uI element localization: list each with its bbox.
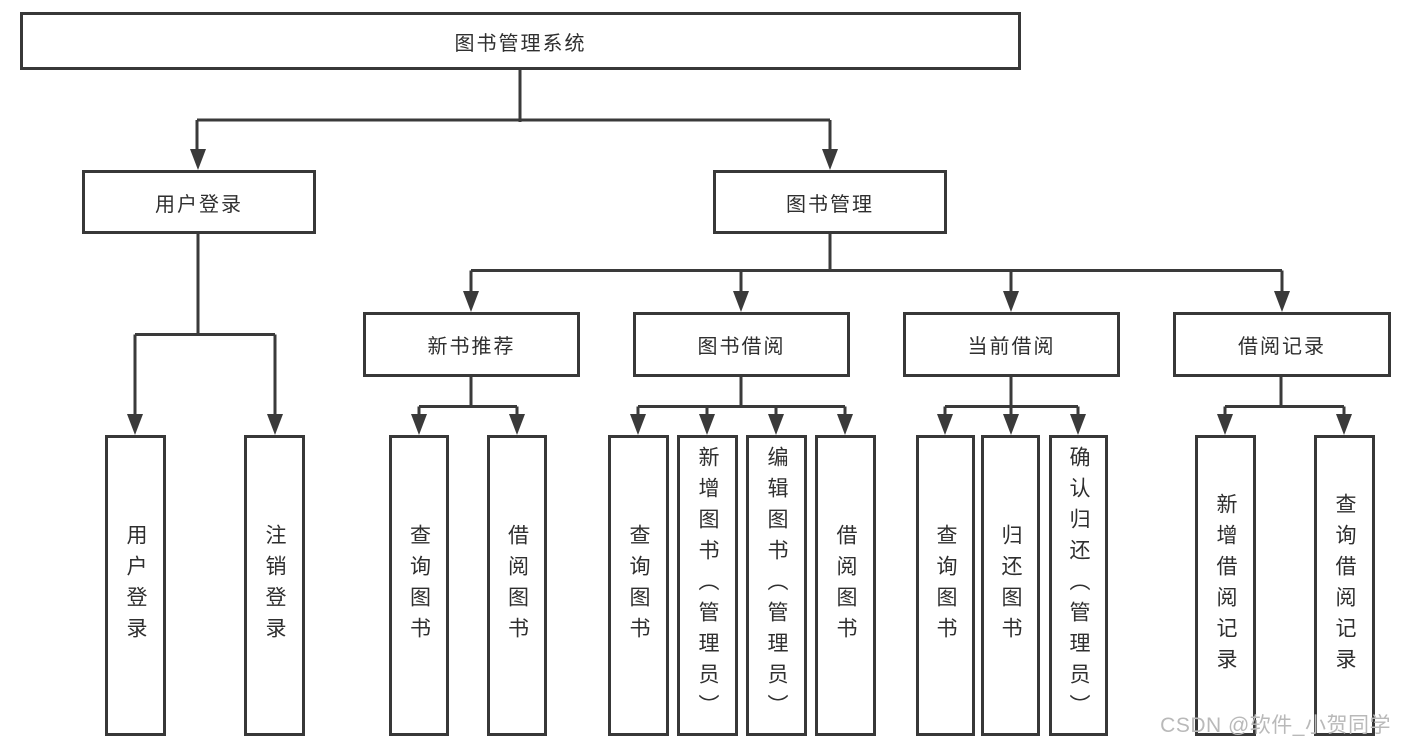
leaf-query-books-recommend: 查询图书 xyxy=(389,435,449,736)
leaf-edit-book-admin: 编辑图书（管理员） xyxy=(746,435,807,736)
leaf-user-login: 用户登录 xyxy=(105,435,166,736)
node-new-book-recommendation: 新书推荐 xyxy=(363,312,580,377)
arrowhead-paths xyxy=(127,149,1352,435)
leaf-add-borrow-record: 新增借阅记录 xyxy=(1195,435,1256,736)
csdn-watermark: CSDN @软件_小贺同学 xyxy=(1160,714,1391,737)
leaf-logout: 注销登录 xyxy=(244,435,305,736)
leaf-borrow-books-borrowing: 借阅图书 xyxy=(815,435,876,736)
leaf-confirm-return-admin: 确认归还（管理员） xyxy=(1049,435,1108,736)
leaf-borrow-books-recommend: 借阅图书 xyxy=(487,435,547,736)
leaf-query-borrow-record: 查询借阅记录 xyxy=(1314,435,1375,736)
leaf-return-books: 归还图书 xyxy=(981,435,1040,736)
leaf-query-books-current: 查询图书 xyxy=(916,435,975,736)
leaf-add-book-admin: 新增图书（管理员） xyxy=(677,435,738,736)
leaf-query-books-borrowing: 查询图书 xyxy=(608,435,669,736)
connector-line-paths xyxy=(133,68,1346,418)
node-user-login-branch: 用户登录 xyxy=(82,170,316,234)
node-book-management-branch: 图书管理 xyxy=(713,170,947,234)
node-borrowing-records: 借阅记录 xyxy=(1173,312,1391,377)
node-library-management-system: 图书管理系统 xyxy=(20,12,1021,70)
node-book-borrowing: 图书借阅 xyxy=(633,312,850,377)
node-current-borrowing: 当前借阅 xyxy=(903,312,1120,377)
